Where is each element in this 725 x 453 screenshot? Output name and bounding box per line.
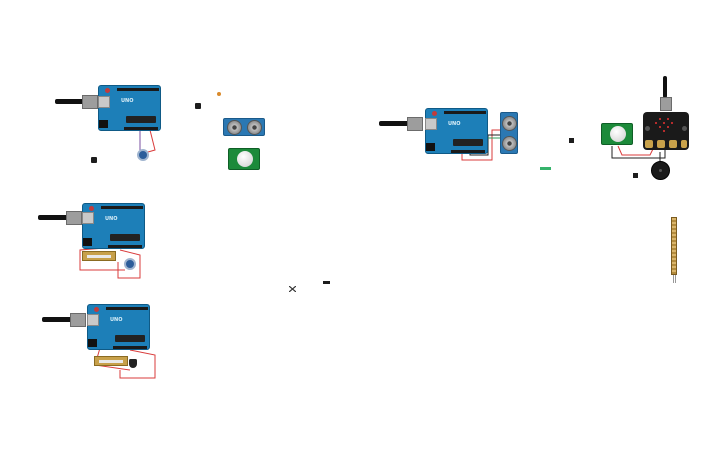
arduino-logo: UNO bbox=[121, 98, 134, 104]
usb-plug bbox=[66, 211, 82, 225]
usb-cable bbox=[55, 99, 85, 104]
wire bbox=[139, 130, 143, 151]
arduino-uno-board[interactable]: UNO bbox=[87, 304, 150, 350]
small-component[interactable] bbox=[91, 157, 97, 163]
small-component[interactable] bbox=[633, 173, 638, 178]
arduino-uno-board[interactable]: UNO bbox=[98, 85, 161, 131]
flex-sensor-lead bbox=[675, 275, 676, 283]
ultrasonic-sensor[interactable] bbox=[223, 118, 265, 136]
usb-cable bbox=[663, 76, 667, 98]
arduino-uno-board[interactable]: UNO bbox=[425, 108, 488, 154]
small-component[interactable] bbox=[540, 167, 551, 170]
usb-plug bbox=[82, 95, 98, 109]
small-component[interactable] bbox=[569, 138, 574, 143]
microbit-board[interactable] bbox=[643, 112, 689, 150]
potentiometer[interactable] bbox=[124, 258, 136, 270]
potentiometer[interactable] bbox=[137, 149, 149, 161]
small-component[interactable] bbox=[323, 281, 330, 284]
slide-potentiometer[interactable] bbox=[94, 356, 128, 366]
arduino-logo: UNO bbox=[110, 317, 123, 323]
arduino-logo: UNO bbox=[448, 121, 461, 127]
wire bbox=[147, 129, 156, 153]
usb-cable bbox=[42, 317, 72, 322]
small-component[interactable] bbox=[288, 279, 297, 293]
flex-sensor[interactable] bbox=[671, 217, 677, 275]
usb-plug bbox=[70, 313, 86, 327]
arduino-logo: UNO bbox=[105, 216, 118, 222]
flex-sensor-lead bbox=[673, 275, 674, 283]
usb-cable bbox=[38, 215, 68, 220]
led-light[interactable] bbox=[217, 92, 221, 96]
piezo-buzzer[interactable] bbox=[651, 161, 670, 180]
temperature-sensor[interactable] bbox=[129, 359, 137, 368]
small-component[interactable] bbox=[195, 103, 201, 109]
ultrasonic-sensor[interactable] bbox=[500, 112, 518, 154]
arduino-uno-board[interactable]: UNO bbox=[82, 203, 145, 249]
usb-plug bbox=[660, 97, 672, 111]
pir-sensor[interactable] bbox=[228, 148, 260, 170]
usb-plug bbox=[407, 117, 423, 131]
pir-sensor[interactable] bbox=[601, 123, 633, 145]
usb-cable bbox=[379, 121, 409, 126]
slide-potentiometer[interactable] bbox=[82, 251, 116, 261]
